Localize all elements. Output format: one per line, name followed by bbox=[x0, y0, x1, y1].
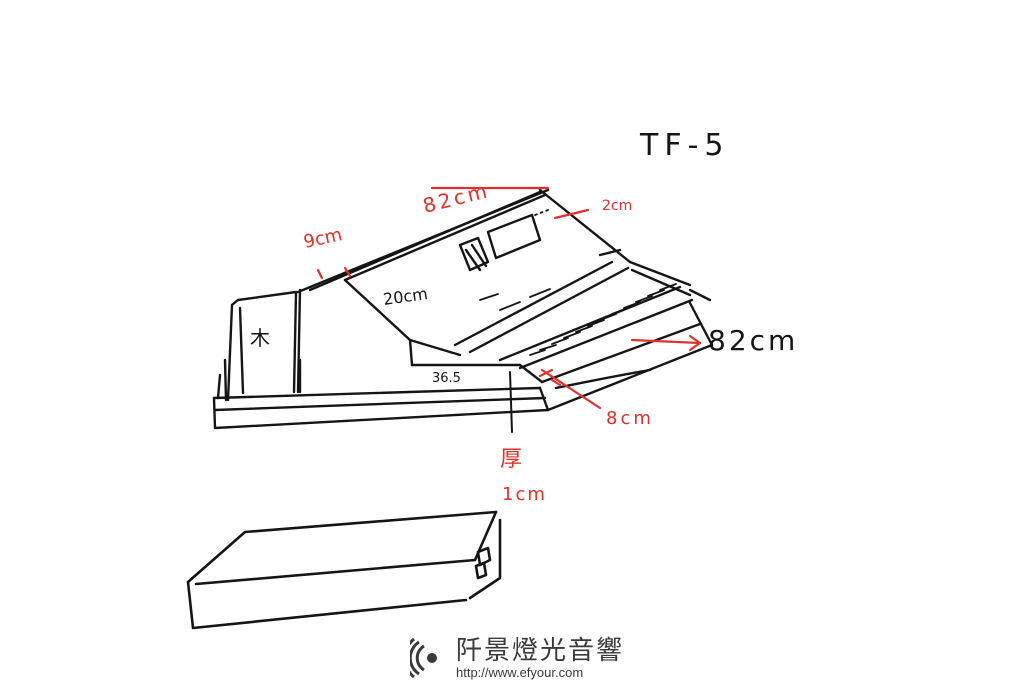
mixer-body bbox=[296, 188, 712, 394]
base-board bbox=[212, 301, 714, 430]
sound-wave-logo-icon bbox=[410, 638, 437, 678]
label-panel-slant: 20cm bbox=[382, 284, 429, 309]
fader-marks bbox=[479, 209, 677, 356]
mixer-screen bbox=[458, 213, 542, 272]
rear-support-box bbox=[216, 288, 302, 402]
annotation-lines bbox=[316, 186, 702, 410]
watermark-brand: 阡景燈光音響 bbox=[456, 635, 625, 666]
label-depth-top: 82cm bbox=[420, 178, 492, 218]
label-thickness-value: 1cm bbox=[502, 484, 547, 505]
label-front-height: 8cm bbox=[606, 408, 654, 429]
watermark: 阡景燈光音響 http://www.efyour.com bbox=[410, 635, 624, 681]
label-depth: 36.5 bbox=[432, 371, 461, 386]
rack-box bbox=[186, 510, 502, 630]
label-width: 82cm bbox=[708, 324, 798, 357]
label-thickness: 厚 bbox=[500, 447, 522, 472]
diagram-title: TF-5 bbox=[639, 128, 730, 163]
label-top-gap: 2cm bbox=[602, 198, 632, 214]
thickness-leader bbox=[509, 371, 513, 433]
watermark-url: http://www.efyour.com bbox=[456, 664, 584, 680]
label-wood-mark: 木 bbox=[250, 326, 270, 350]
label-back-height: 9cm bbox=[302, 224, 344, 253]
